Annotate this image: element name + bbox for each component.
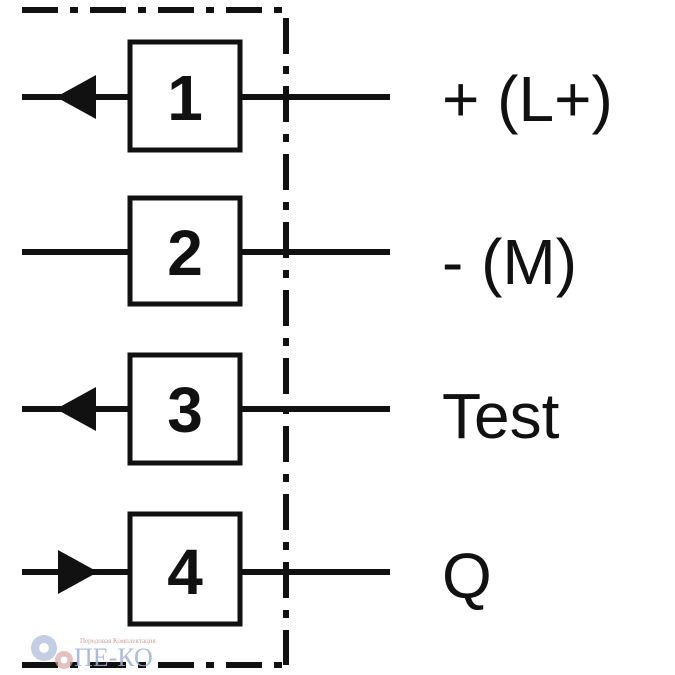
terminal-4-number: 4	[167, 536, 203, 608]
watermark-tagline: Передовая Комплектация	[80, 637, 157, 645]
terminal-3-signal-label: Test	[442, 380, 560, 452]
terminal-4-signal-label: Q	[442, 540, 492, 612]
watermark-logo: Передовая Комплектация ПЕ-КО	[31, 635, 157, 672]
terminal-2-signal-label: - (M)	[442, 226, 577, 298]
terminal-1-signal-label: + (L+)	[442, 63, 613, 135]
device-boundary	[22, 7, 289, 665]
terminal-1-number: 1	[167, 62, 203, 134]
terminal-1-arrow-out-icon	[56, 75, 96, 119]
terminal-row-2: 2 - (M)	[22, 195, 577, 307]
terminal-2-number: 2	[167, 217, 203, 289]
terminal-row-1: 1 + (L+)	[22, 39, 613, 153]
terminal-3-number: 3	[167, 374, 203, 446]
terminal-3-arrow-out-icon	[56, 387, 96, 431]
gears-icon	[31, 635, 73, 669]
terminal-row-4: 4 Q	[22, 511, 492, 627]
terminal-row-3: 3 Test	[22, 352, 560, 466]
watermark-brand: ПЕ-КО	[74, 643, 153, 672]
terminal-4-arrow-in-icon	[58, 550, 98, 594]
terminal-2-box	[127, 195, 243, 307]
